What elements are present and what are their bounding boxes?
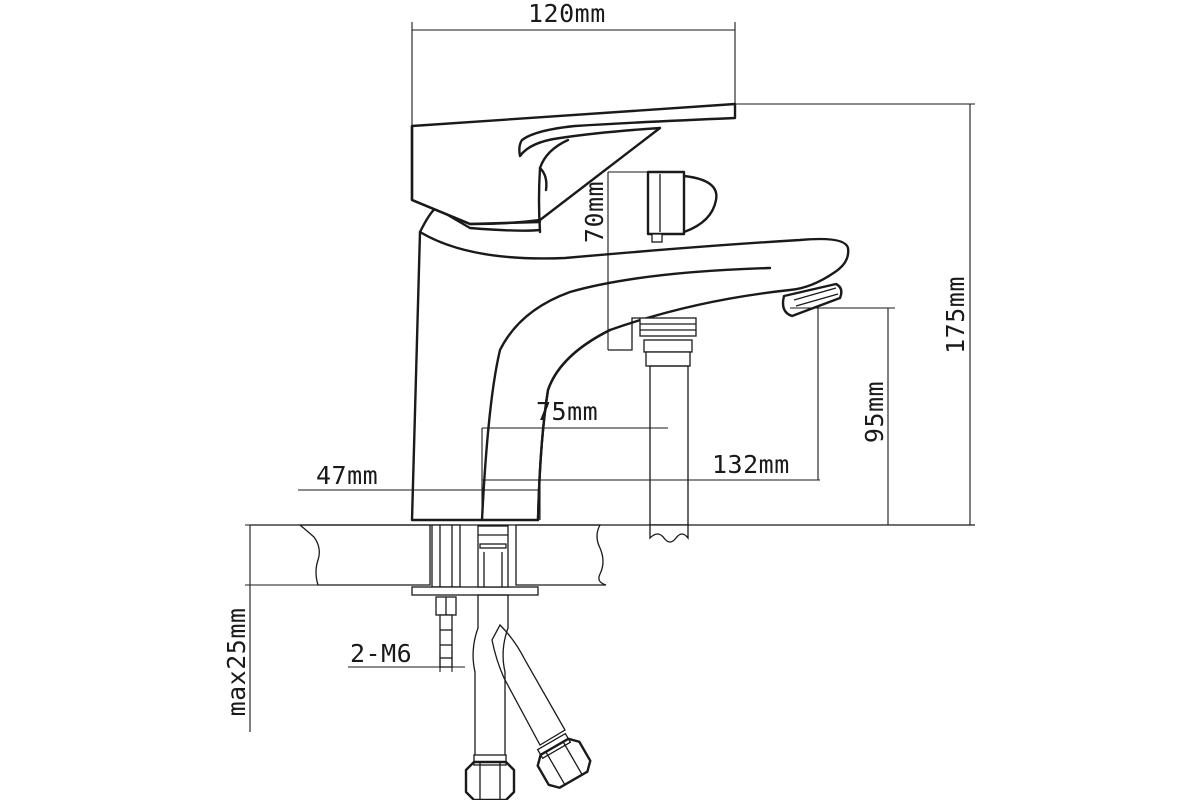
mounting-hardware	[411, 524, 539, 668]
hose-left	[472, 594, 509, 761]
dim-label-width-top: 120mm	[528, 0, 606, 28]
mounting-stud-shank	[431, 524, 461, 588]
dim-label-base-width: 47mm	[316, 461, 378, 490]
popup-pipe-collar	[645, 351, 691, 367]
flexible-hoses	[464, 594, 592, 800]
dim-label-total-height: 175mm	[941, 276, 970, 354]
body-cap-ring	[418, 206, 542, 234]
popup-rod-knob	[646, 170, 686, 236]
dim-label-spout-height: 95mm	[860, 381, 889, 443]
popup-pipe-ring	[643, 339, 693, 353]
countertop-left-slab	[298, 524, 431, 586]
hose-right-nut	[536, 737, 592, 789]
countertop-right-slab	[515, 524, 607, 586]
popup-threaded-pipe	[649, 365, 689, 526]
faucet-handle	[410, 102, 737, 234]
hose-inlet-connector	[477, 525, 509, 588]
dim-label-handle-height: 70mm	[580, 181, 609, 243]
threaded-stud	[439, 614, 453, 668]
spout-underside	[536, 328, 612, 522]
dim-label-hose-offset: 75mm	[536, 397, 598, 426]
spout-inner-curve	[480, 266, 772, 522]
dimension-lines	[245, 22, 975, 732]
mounting-plate	[411, 586, 539, 596]
hose-left-nut	[464, 760, 516, 800]
popup-rod-assembly	[608, 170, 718, 543]
handle-lever	[410, 102, 737, 226]
hose-right	[491, 623, 566, 746]
popup-pipe-top	[639, 317, 697, 337]
faucet-body	[410, 206, 850, 522]
dim-label-stud-thread: 2-M6	[350, 639, 412, 668]
countertop-section	[250, 524, 975, 586]
dim-label-spout-reach: 132mm	[712, 450, 790, 479]
dim-label-max-thickness: max25mm	[222, 608, 251, 717]
